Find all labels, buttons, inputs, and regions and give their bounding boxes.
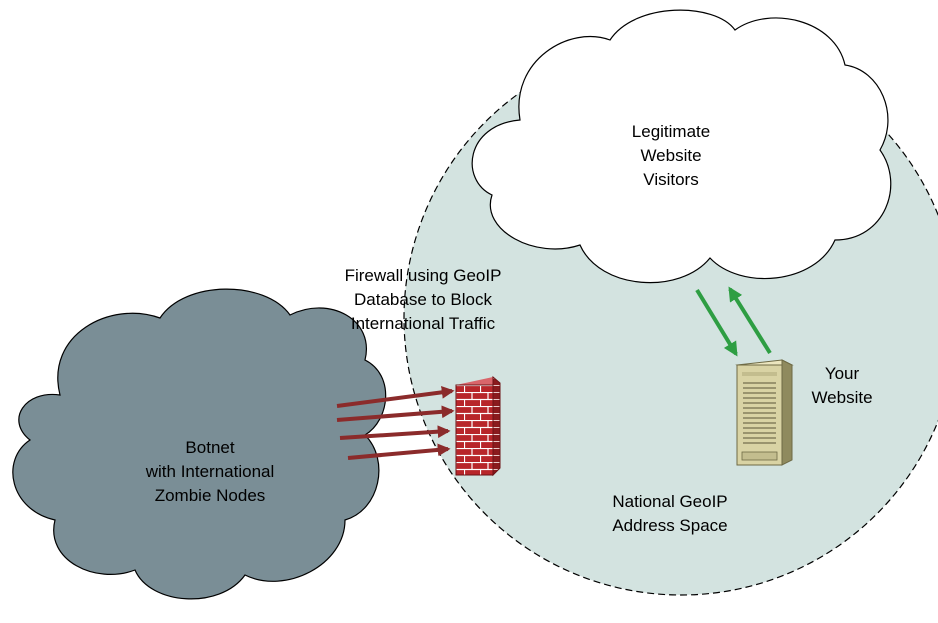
website-label: Your Website [790, 362, 894, 410]
botnet-line-3: Zombie Nodes [154, 486, 266, 505]
website-line-2: Website [811, 388, 873, 407]
attack-arrow-3 [339, 425, 451, 440]
legit-visitors-line-3: Visitors [643, 170, 699, 189]
firewall-icon [455, 375, 501, 477]
traffic-arrows [695, 286, 772, 357]
national-space-line-1: National GeoIP [612, 492, 728, 511]
botnet-line-1: Botnet [185, 438, 235, 457]
firewall-label: Firewall using GeoIP Database to Block I… [318, 264, 528, 336]
website-line-1: Your [824, 364, 860, 383]
attack-arrow-1 [336, 385, 455, 408]
legit-visitors-label: Legitimate Website Visitors [596, 120, 746, 192]
national-space-label: National GeoIP Address Space [590, 490, 750, 538]
national-space-line-2: Address Space [612, 516, 728, 535]
attack-arrows [336, 385, 455, 460]
server-icon [735, 359, 794, 466]
legit-visitors-line-2: Website [640, 146, 702, 165]
attack-arrow-4 [347, 443, 451, 460]
firewall-line-3: International Traffic [350, 314, 496, 333]
attack-arrow-2 [336, 405, 455, 422]
legit-visitors-line-1: Legitimate [631, 122, 711, 141]
firewall-line-1: Firewall using GeoIP [344, 266, 502, 285]
botnet-cloud [12, 288, 387, 600]
traffic-arrow-up [728, 286, 772, 355]
botnet-label: Botnet with International Zombie Nodes [120, 436, 300, 508]
botnet-line-2: with International [145, 462, 275, 481]
firewall-line-2: Database to Block [354, 290, 492, 309]
legit-visitors-cloud [471, 9, 892, 284]
traffic-arrow-down [695, 288, 738, 357]
